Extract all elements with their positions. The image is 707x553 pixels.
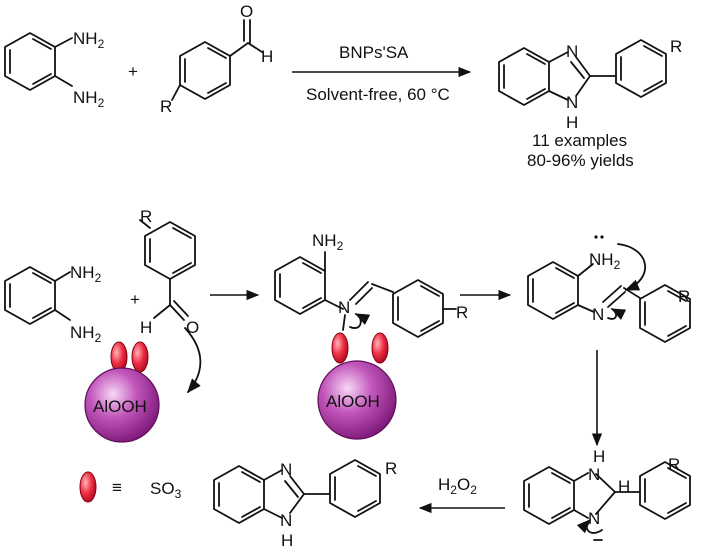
- cyclic-r: R: [668, 455, 680, 474]
- top-product-n2: N: [566, 93, 578, 112]
- mech-carbonyl-h: H: [140, 318, 152, 337]
- final-nh: H: [281, 531, 293, 550]
- imine-r: R: [456, 303, 468, 322]
- alooh-label-2: AlOOH: [326, 392, 380, 411]
- so3h-tag: [371, 332, 389, 364]
- alooh-label-1: AlOOH: [93, 397, 147, 416]
- legend: ≡ SO3: [79, 471, 182, 503]
- top-plus: +: [128, 62, 138, 81]
- top-product-r: R: [670, 37, 682, 56]
- conditions-label: Solvent-free, 60 °C: [306, 85, 450, 104]
- top-product-h: H: [566, 113, 578, 132]
- free-imine-nh2: NH2: [589, 250, 621, 272]
- free-imine-n: N: [592, 305, 604, 324]
- cyclic-h-top: H: [593, 447, 605, 466]
- mech-final-product: N N H R: [213, 459, 397, 550]
- top-nh2-upper: NH2: [73, 29, 105, 51]
- mech-nh2-upper: NH2: [70, 263, 102, 285]
- final-n-top: N: [280, 460, 292, 479]
- top-nh2-lower: NH2: [73, 88, 105, 110]
- cyclic-h-mid: H: [618, 477, 630, 496]
- free-imine-r: R: [678, 287, 690, 306]
- mech-carbonyl-o: O: [186, 318, 199, 337]
- top-r-group: R: [160, 97, 172, 116]
- so3h-tag: [131, 341, 149, 373]
- alooh-particle-2: AlOOH: [317, 332, 397, 440]
- cyclic-n-top: N: [588, 465, 600, 484]
- so3h-tag-legend: [79, 471, 97, 503]
- oxidant-label: H2O2: [438, 475, 477, 497]
- mech-curved-arrow-1: [184, 327, 202, 394]
- mech-plus: +: [130, 290, 140, 309]
- top-diamine: NH2 NH2: [4, 29, 105, 110]
- mech-imine-adduct: NH2 N R: [274, 231, 468, 338]
- legend-so3: SO3: [150, 479, 182, 501]
- mech-benzaldehyde: R H O: [139, 207, 202, 394]
- mech-free-imine: NH2 N R: [527, 235, 691, 343]
- alooh-particle-1: AlOOH: [84, 341, 160, 443]
- final-n-bottom: N: [280, 511, 292, 530]
- mech-nh2-lower: NH2: [70, 323, 102, 345]
- top-aldehyde-h: H: [261, 47, 273, 66]
- mech-r-group: R: [140, 207, 152, 226]
- imine-n: N: [338, 298, 350, 317]
- legend-equivalence: ≡: [112, 478, 122, 497]
- examples-count: 11 examples: [532, 131, 627, 150]
- so3h-tag: [331, 332, 349, 364]
- imine-nh2: NH2: [312, 231, 344, 253]
- final-r: R: [385, 459, 397, 478]
- top-product: N N H R: [498, 37, 682, 132]
- mech-cyclic-intermediate: H N H N R: [523, 447, 691, 541]
- top-product-n: N: [566, 42, 578, 61]
- yields-range: 80-96% yields: [527, 151, 634, 170]
- top-aldehyde-o: O: [240, 2, 253, 21]
- mech-diamine: NH2 NH2: [4, 263, 102, 345]
- catalyst-label: BNPs'SA: [339, 43, 409, 62]
- cyclic-n-bottom: N: [588, 509, 600, 528]
- top-benzaldehyde: O H R: [160, 2, 273, 116]
